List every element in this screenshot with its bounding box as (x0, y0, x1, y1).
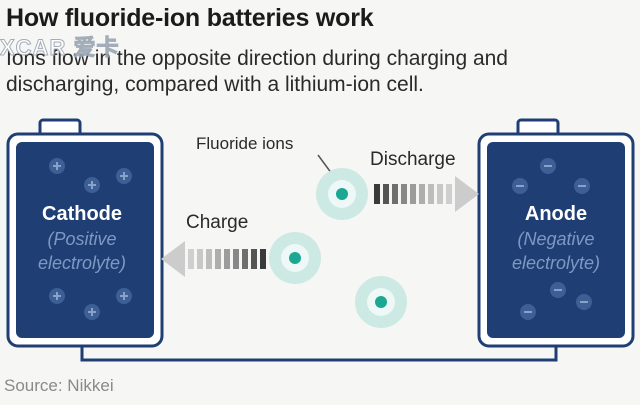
cathode-sub-line2: electrolyte) (38, 253, 126, 273)
arrow-segment (437, 184, 443, 204)
anode-signs (512, 158, 592, 320)
plus-sign-icon (84, 177, 100, 193)
arrow-head (161, 241, 185, 277)
arrow-segment (374, 184, 380, 204)
minus-sign-icon (520, 304, 536, 320)
arrow-segment (197, 249, 203, 269)
page-title: How fluoride-ion batteries work (6, 4, 374, 32)
plus-sign-icon (84, 304, 100, 320)
plus-sign-icon (49, 288, 65, 304)
arrow-segment (401, 184, 407, 204)
arrow-segment (383, 184, 389, 204)
arrow-segment (419, 184, 425, 204)
arrow-segment (242, 249, 248, 269)
plus-sign-icon (49, 158, 65, 174)
arrow-segment (392, 184, 398, 204)
fluoride-ion-core (375, 296, 387, 308)
plus-sign-icon (116, 288, 132, 304)
minus-sign-icon (540, 158, 556, 174)
arrow-segment (428, 184, 434, 204)
anode-cell: Anode (Negative electrolyte) (477, 118, 635, 348)
anode-sub-line2: electrolyte) (512, 253, 600, 273)
fluoride-ion-core (289, 252, 301, 264)
arrow-segment (260, 249, 266, 269)
fluoride-ion (316, 168, 368, 220)
minus-sign-icon (576, 294, 592, 310)
fluoride-ion (269, 232, 321, 284)
arrow-segment (446, 184, 452, 204)
arrow-segment (251, 249, 257, 269)
cathode-signs (49, 158, 132, 320)
source-note: Source: Nikkei (4, 376, 114, 395)
plus-sign-icon (116, 168, 132, 184)
arrow-segment (410, 184, 416, 204)
minus-sign-icon (550, 282, 566, 298)
arrow-segment (215, 249, 221, 269)
cathode-body (16, 142, 154, 338)
cathode-cell: Cathode (Positive electrolyte) (6, 118, 164, 348)
fluoride-ions-pointer (317, 154, 333, 175)
fluoride-ions-label: Fluoride ions (196, 134, 293, 153)
cathode-label: Cathode (42, 203, 122, 225)
minus-sign-icon (574, 178, 590, 194)
arrow-segment (233, 249, 239, 269)
circuit-wire (80, 344, 558, 362)
fluoride-ion-core (336, 188, 348, 200)
charge-label: Charge (186, 212, 248, 233)
anode-sub-line1: (Negative (517, 229, 594, 249)
arrow-segment (206, 249, 212, 269)
discharge-arrow (374, 176, 479, 212)
watermark-logo: XCAR 爱卡 (0, 35, 120, 61)
anode-label: Anode (525, 203, 587, 225)
cathode-sub-line1: (Positive (47, 229, 116, 249)
minus-sign-icon (512, 178, 528, 194)
page-subtitle: Ions flow in the opposite direction duri… (6, 47, 508, 96)
fluoride-ion (355, 276, 407, 328)
arrow-segment (188, 249, 194, 269)
charge-arrow (161, 241, 266, 277)
discharge-label: Discharge (370, 149, 456, 170)
arrow-segment (224, 249, 230, 269)
arrow-head (455, 176, 479, 212)
